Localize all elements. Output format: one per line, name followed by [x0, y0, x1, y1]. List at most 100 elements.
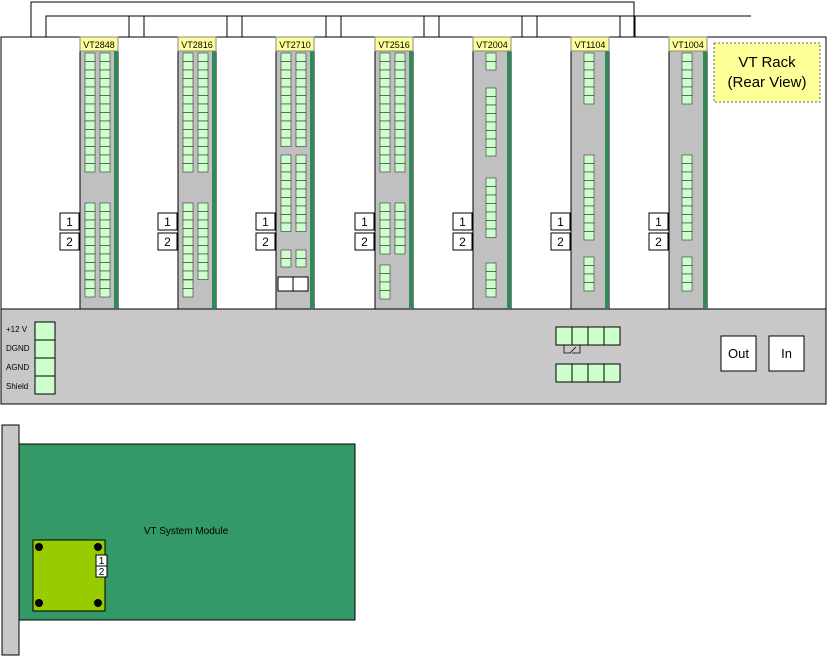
io-terminal[interactable]	[197, 211, 209, 221]
io-terminal[interactable]	[280, 137, 292, 147]
io-terminal[interactable]	[485, 121, 497, 131]
io-terminal[interactable]	[485, 130, 497, 140]
io-terminal[interactable]	[280, 129, 292, 139]
io-terminal[interactable]	[583, 163, 595, 173]
io-terminal[interactable]	[280, 154, 292, 164]
io-terminal[interactable]	[681, 180, 693, 190]
io-terminal[interactable]	[394, 61, 406, 71]
terminal-agnd[interactable]	[34, 357, 56, 377]
io-terminal[interactable]	[394, 52, 406, 62]
system-port-1[interactable]: 1	[95, 554, 108, 567]
io-terminal[interactable]	[379, 120, 391, 130]
io-terminal[interactable]	[681, 78, 693, 88]
io-terminal[interactable]	[379, 211, 391, 221]
io-terminal[interactable]	[182, 129, 194, 139]
io-terminal[interactable]	[197, 228, 209, 238]
io-terminal[interactable]	[84, 61, 96, 71]
io-terminal[interactable]	[84, 211, 96, 221]
io-terminal[interactable]	[182, 61, 194, 71]
io-terminal[interactable]	[99, 146, 111, 156]
relay-terminal[interactable]	[571, 363, 589, 383]
io-terminal[interactable]	[182, 146, 194, 156]
io-terminal[interactable]	[681, 214, 693, 224]
io-terminal[interactable]	[295, 197, 307, 207]
io-terminal[interactable]	[197, 112, 209, 122]
io-terminal[interactable]	[182, 86, 194, 96]
io-terminal[interactable]	[394, 112, 406, 122]
io-terminal[interactable]	[295, 163, 307, 173]
io-terminal[interactable]	[485, 220, 497, 230]
io-terminal[interactable]	[394, 129, 406, 139]
io-terminal[interactable]	[379, 154, 391, 164]
io-terminal[interactable]	[84, 146, 96, 156]
io-terminal[interactable]	[379, 61, 391, 71]
io-terminal[interactable]	[84, 129, 96, 139]
io-terminal[interactable]	[295, 214, 307, 224]
io-terminal[interactable]	[99, 154, 111, 164]
io-terminal[interactable]	[84, 163, 96, 173]
io-terminal[interactable]	[280, 95, 292, 105]
io-terminal[interactable]	[99, 61, 111, 71]
io-terminal[interactable]	[295, 154, 307, 164]
io-terminal[interactable]	[197, 236, 209, 246]
io-terminal[interactable]	[681, 52, 693, 62]
io-terminal[interactable]	[485, 186, 497, 196]
io-terminal[interactable]	[295, 129, 307, 139]
io-terminal[interactable]	[280, 214, 292, 224]
io-terminal[interactable]	[182, 95, 194, 105]
io-terminal[interactable]	[295, 171, 307, 181]
io-terminal[interactable]	[583, 180, 595, 190]
io-terminal[interactable]	[295, 249, 307, 259]
io-terminal[interactable]	[394, 236, 406, 246]
io-terminal[interactable]	[379, 112, 391, 122]
io-terminal[interactable]	[485, 61, 497, 71]
io-terminal[interactable]	[295, 180, 307, 190]
io-terminal[interactable]	[583, 205, 595, 215]
io-terminal[interactable]	[394, 211, 406, 221]
io-terminal[interactable]	[197, 78, 209, 88]
io-terminal[interactable]	[583, 256, 595, 266]
io-terminal[interactable]	[280, 112, 292, 122]
io-terminal[interactable]	[182, 236, 194, 246]
io-terminal[interactable]	[379, 273, 391, 283]
io-terminal[interactable]	[99, 228, 111, 238]
module-port-2[interactable]: 2	[59, 232, 80, 251]
io-terminal[interactable]	[485, 96, 497, 106]
io-terminal[interactable]	[681, 188, 693, 198]
io-terminal[interactable]	[379, 245, 391, 255]
io-terminal[interactable]	[394, 95, 406, 105]
io-terminal[interactable]	[379, 146, 391, 156]
io-terminal[interactable]	[485, 203, 497, 213]
module-port-1[interactable]: 1	[354, 212, 375, 231]
io-terminal[interactable]	[182, 279, 194, 289]
io-terminal[interactable]	[295, 52, 307, 62]
io-terminal[interactable]	[84, 112, 96, 122]
io-terminal[interactable]	[394, 69, 406, 79]
io-terminal[interactable]	[485, 279, 497, 289]
io-terminal[interactable]	[681, 231, 693, 241]
module-port-1[interactable]: 1	[255, 212, 276, 231]
io-terminal[interactable]	[99, 245, 111, 255]
module-port-2[interactable]: 2	[648, 232, 669, 251]
io-terminal[interactable]	[379, 202, 391, 212]
io-terminal[interactable]	[84, 95, 96, 105]
io-terminal[interactable]	[681, 282, 693, 292]
sync-out-button[interactable]: Out	[720, 335, 757, 372]
io-terminal[interactable]	[394, 103, 406, 113]
io-terminal[interactable]	[197, 262, 209, 272]
io-terminal[interactable]	[295, 222, 307, 232]
io-terminal[interactable]	[197, 146, 209, 156]
io-terminal[interactable]	[84, 279, 96, 289]
io-terminal[interactable]	[99, 95, 111, 105]
io-terminal[interactable]	[197, 163, 209, 173]
io-terminal[interactable]	[583, 69, 595, 79]
io-terminal[interactable]	[84, 236, 96, 246]
io-terminal[interactable]	[295, 86, 307, 96]
io-terminal[interactable]	[681, 163, 693, 173]
relay-terminal[interactable]	[603, 363, 621, 383]
io-terminal[interactable]	[681, 86, 693, 96]
io-terminal[interactable]	[182, 103, 194, 113]
io-terminal[interactable]	[197, 219, 209, 229]
io-terminal[interactable]	[280, 78, 292, 88]
io-terminal[interactable]	[182, 202, 194, 212]
